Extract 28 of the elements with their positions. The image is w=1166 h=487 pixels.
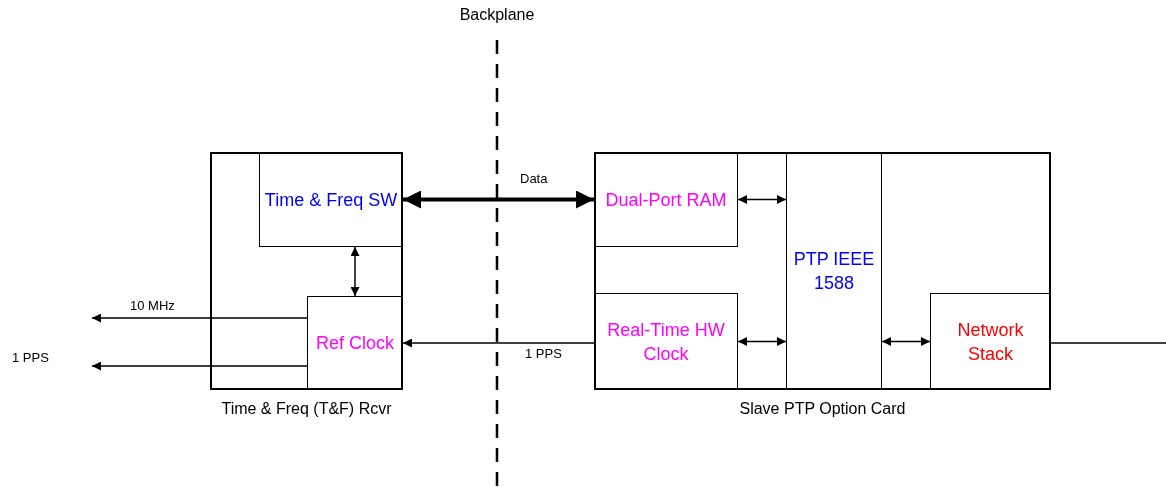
arrow xyxy=(91,313,308,323)
arrow xyxy=(91,361,308,371)
block-box xyxy=(786,152,882,390)
arrow xyxy=(403,190,594,209)
edge-label: 1 PPS xyxy=(523,346,564,361)
block-label: Dual-Port RAM xyxy=(604,188,728,212)
block-box xyxy=(594,293,738,390)
block-box xyxy=(930,293,1051,390)
signal-line xyxy=(1050,342,1166,344)
block-label: Time & Freq SW xyxy=(263,188,399,212)
edge-label: 10 MHz xyxy=(128,298,177,313)
block-box xyxy=(307,296,403,390)
backplane-label: Backplane xyxy=(459,6,535,24)
edge-label: 1 PPS xyxy=(10,350,51,365)
arrow xyxy=(881,337,931,346)
arrow xyxy=(350,246,360,297)
block-label: Ref Clock xyxy=(315,332,395,355)
block-box xyxy=(259,152,403,247)
edge-label: Data xyxy=(518,171,550,186)
arrow xyxy=(737,337,787,346)
block-label: Network Stack xyxy=(956,318,1025,366)
arrow xyxy=(737,195,787,204)
block-label: PTP IEEE 1588 xyxy=(792,248,876,295)
arrow xyxy=(402,338,595,348)
block-label: Real-Time HW Clock xyxy=(606,318,726,366)
group-title: Slave PTP Option Card xyxy=(738,400,907,418)
group-title: Time & Freq (T&F) Rcvr xyxy=(220,400,393,418)
block-box xyxy=(594,152,738,247)
